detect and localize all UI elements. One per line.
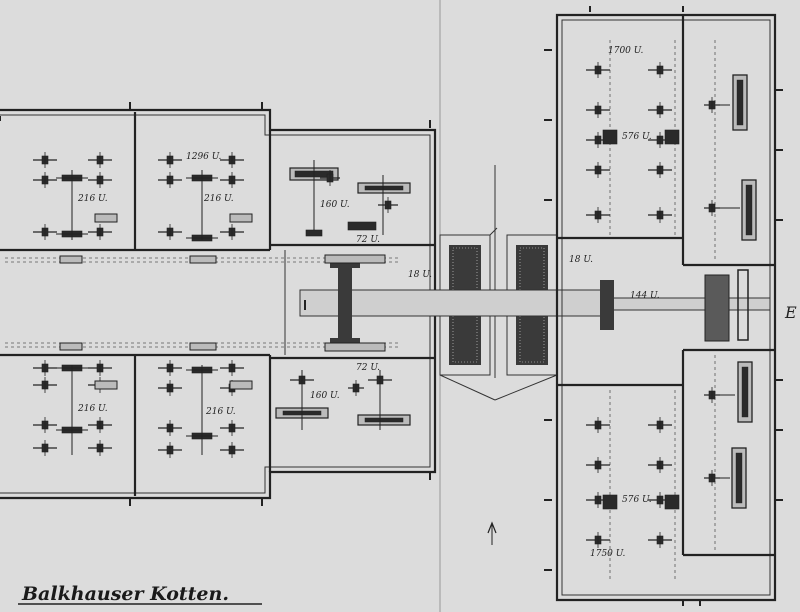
label-rpm-18-b: 18 U. [569, 255, 593, 265]
label-rpm-216-c: 216 U. [77, 404, 108, 414]
label-rpm-1700: 1700 U. [608, 46, 644, 56]
north-arrow [487, 521, 497, 545]
label-rpm-1296: 1296 U. [186, 152, 222, 162]
label-rpm-18-a: 18 U. [408, 270, 432, 280]
label-rpm-72-a: 72 U. [356, 235, 380, 245]
label-rpm-216-d: 216 U. [205, 407, 236, 417]
wall-ticks [0, 6, 783, 606]
right-building [555, 13, 777, 602]
label-rpm-72-b: 72 U. [356, 363, 380, 373]
label-rpm-216-b: 216 U. [203, 194, 234, 204]
label-rpm-160-b: 160 U. [310, 391, 340, 401]
machines [33, 62, 757, 548]
label-rpm-576-a: 576 U. [622, 132, 652, 142]
label-edge-letter: E [784, 303, 797, 322]
label-rpm-216-a: 216 U. [77, 194, 108, 204]
bevel-gear [304, 262, 360, 344]
label-rpm-144: 144 U. [630, 291, 660, 301]
drawing-title: Balkhauser Kotten. [21, 583, 229, 605]
label-rpm-576-b: 576 U. [622, 495, 652, 505]
label-rpm-1750: 1750 U. [590, 549, 626, 559]
label-rpm-160-a: 160 U. [320, 200, 350, 210]
